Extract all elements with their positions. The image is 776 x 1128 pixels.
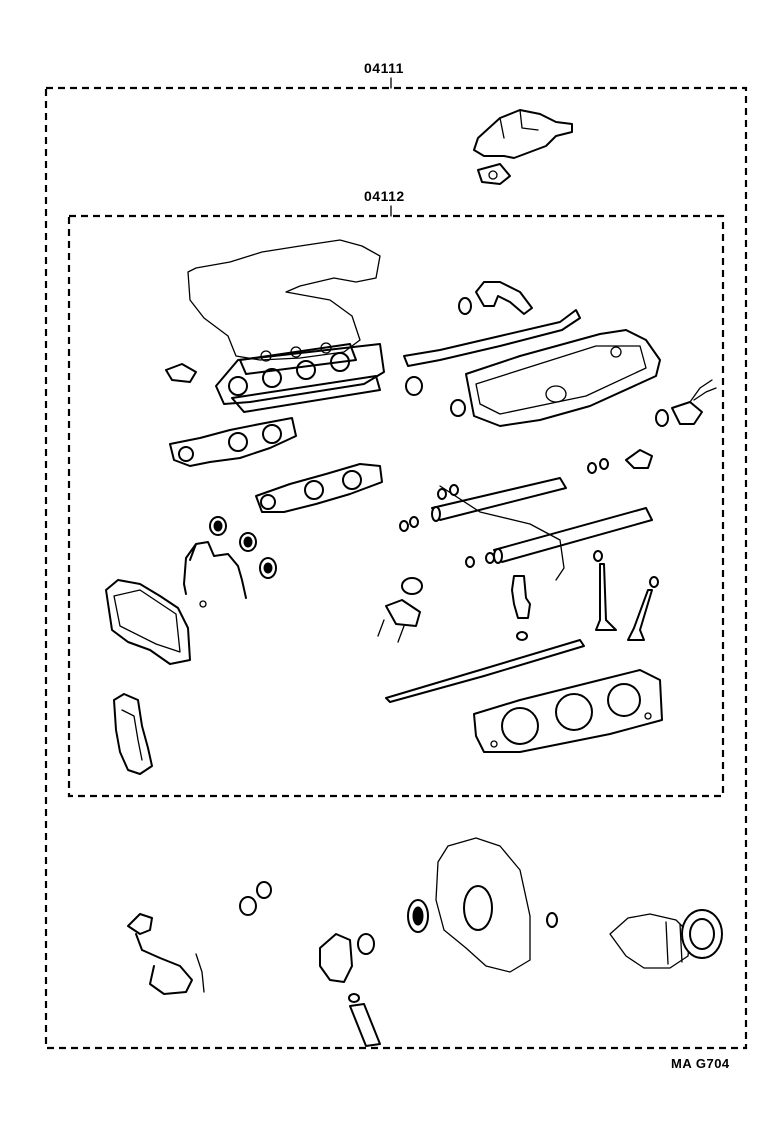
cylinder-head-gasket: [473, 669, 663, 753]
oil-strainer-gasket: [127, 913, 205, 995]
cylinder-head-cover: [465, 329, 661, 427]
oil-pump-gasket: [113, 693, 153, 775]
camshaft-2: [493, 507, 653, 564]
water-outlet-part: [473, 109, 573, 185]
dipstick-guide: [319, 933, 381, 1047]
outer-kit-boundary: [44, 86, 748, 1050]
valve-1: [595, 563, 617, 631]
exhaust-manifold-gasket-1: [169, 417, 297, 467]
figure-code: MA G704: [671, 1056, 730, 1071]
seal-ring-head: [405, 376, 423, 396]
inner-kit-boundary: [67, 214, 725, 798]
valve-seal: [593, 550, 603, 562]
temp-sensor: [625, 449, 653, 469]
sensor-with-wires: [655, 379, 717, 427]
valve-2: [627, 576, 659, 641]
crankshaft-pulley-seal: [609, 909, 723, 969]
oil-filler-pipe: [458, 281, 533, 315]
small-seal-rings: [399, 458, 609, 568]
camshaft-1: [431, 477, 567, 522]
head-cover-gasket-1: [403, 309, 581, 367]
rear-oil-seal-retainer: [407, 837, 558, 973]
pipe-gasket: [183, 541, 247, 599]
timing-cover-gasket: [105, 579, 191, 665]
inner-kit-label: 04112: [364, 188, 405, 204]
seal-rings-left: [209, 516, 277, 579]
exhaust-manifold-gasket-2: [255, 463, 383, 513]
fuel-pipe: [439, 485, 565, 581]
intake-manifold: [187, 239, 385, 413]
fuel-injector: [511, 575, 531, 641]
seal-rings-bottom: [239, 881, 272, 916]
water-inlet: [377, 577, 423, 643]
seal-ring-head-2: [450, 399, 466, 417]
outer-kit-label: 04111: [364, 60, 404, 76]
throttle-gasket: [165, 363, 197, 383]
head-cover-gasket-2: [385, 639, 585, 703]
